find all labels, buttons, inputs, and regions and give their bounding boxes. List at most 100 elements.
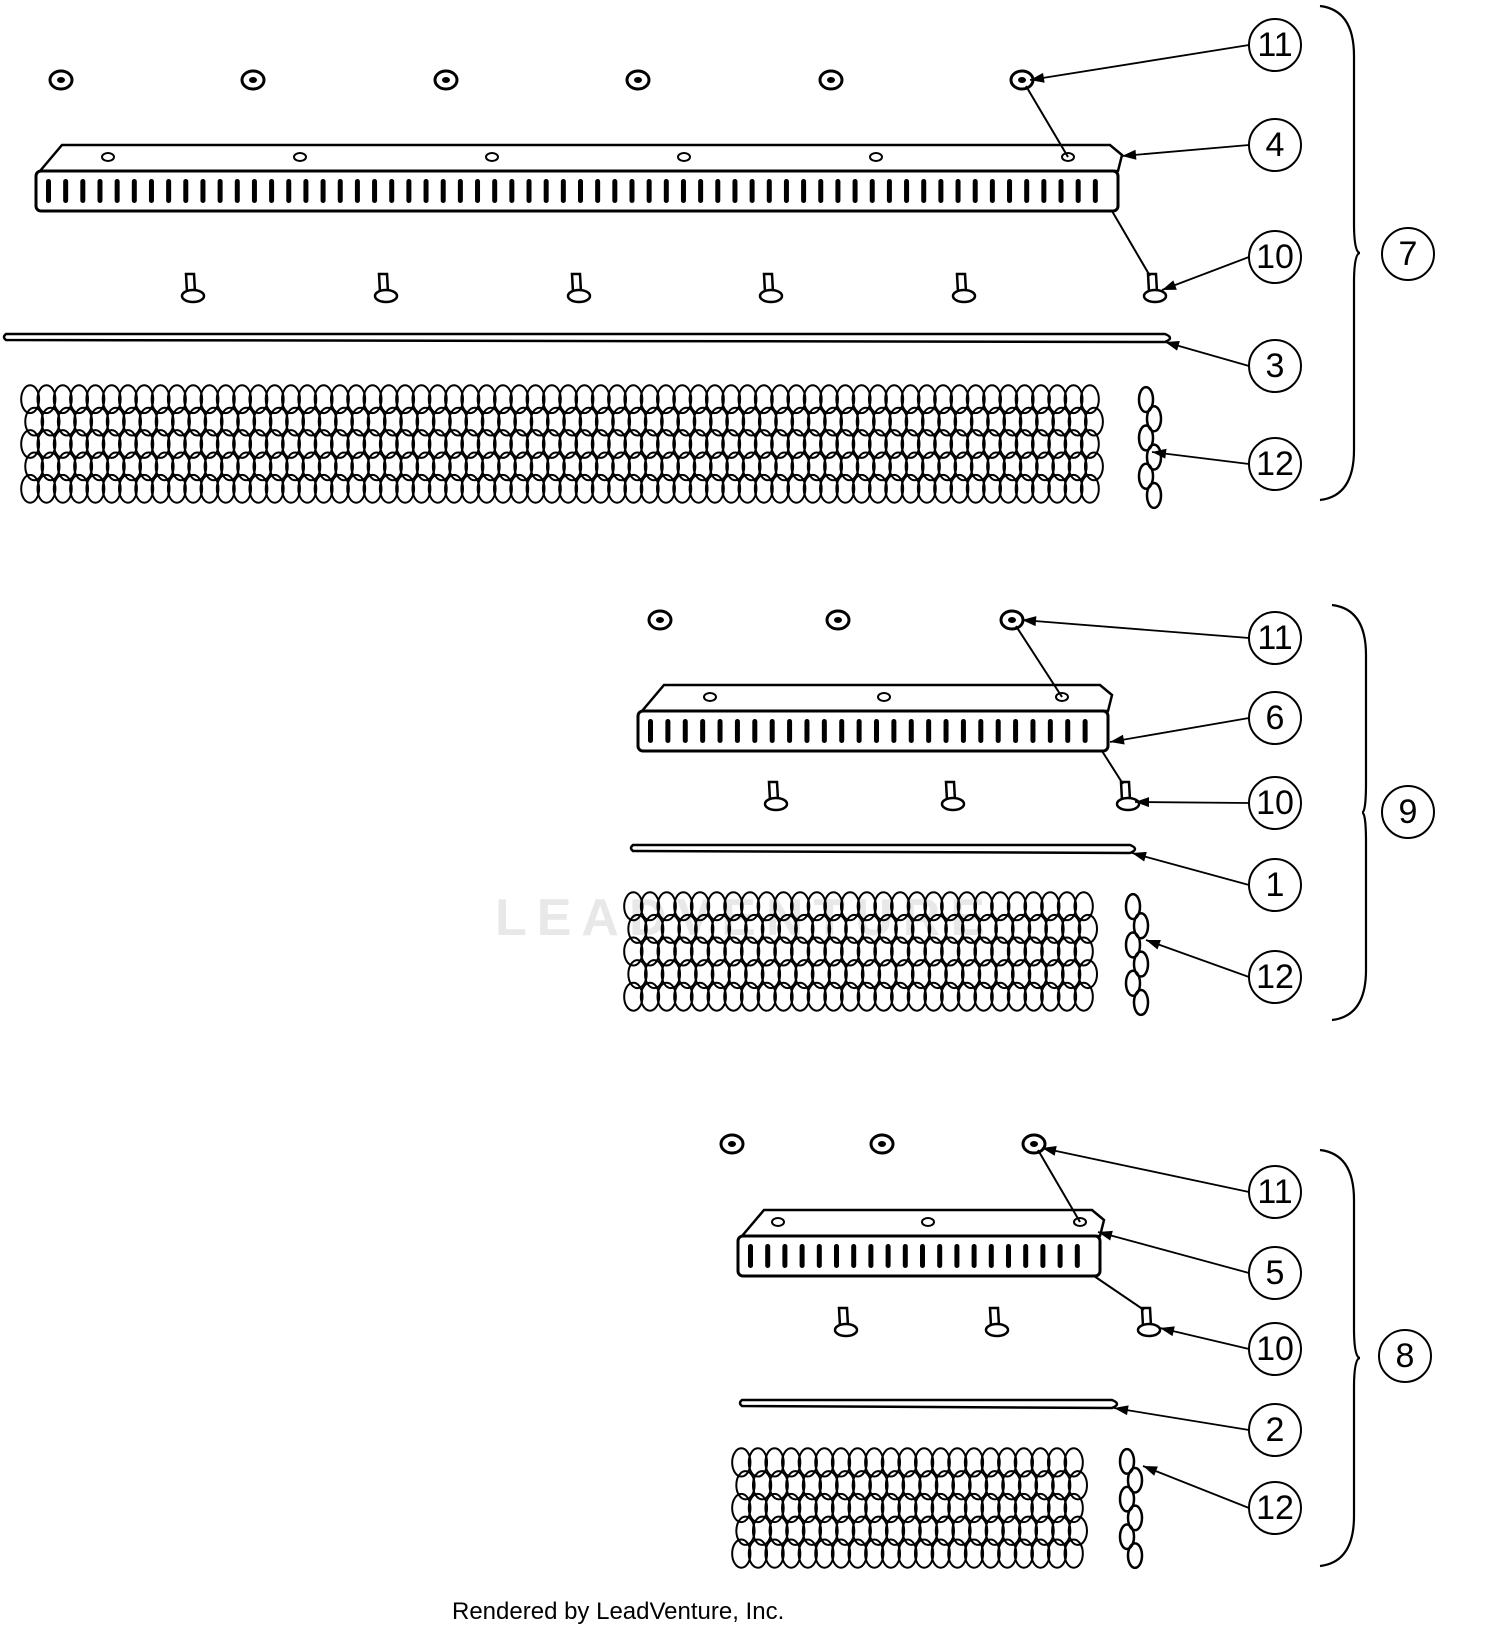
chain-link [725, 406, 746, 437]
chain-link [920, 451, 941, 482]
chain-link [248, 473, 269, 504]
chain-link [187, 406, 208, 437]
chain-link [994, 959, 1015, 990]
chain-link [232, 384, 253, 415]
callout-circle [1248, 691, 1302, 745]
bracket-slot [166, 179, 172, 203]
bracket-slot [874, 719, 879, 743]
chain-link [723, 891, 744, 922]
chain-link [541, 429, 562, 459]
chain-link [166, 384, 187, 415]
chain-link [525, 473, 546, 504]
bracket-slot [217, 179, 223, 203]
chain-link [998, 429, 1019, 459]
chain-link [913, 1492, 935, 1524]
chain-link [672, 473, 693, 504]
chain-link [947, 1492, 968, 1524]
chain-link [590, 429, 611, 459]
chain-link [411, 384, 432, 415]
chain-link [203, 406, 224, 437]
chain-link [953, 406, 974, 437]
nut-hole [728, 1141, 736, 1147]
chain-link [1073, 891, 1094, 922]
chain-link [366, 406, 387, 437]
chain-link [868, 1515, 889, 1546]
chain-link [688, 384, 709, 415]
chain-link [747, 1492, 769, 1524]
chain-link [134, 429, 155, 459]
chain-link [1047, 473, 1068, 504]
chain-link [980, 1538, 1001, 1569]
chain-link [956, 891, 978, 922]
chain-link [252, 451, 273, 482]
chain-link [901, 1515, 922, 1546]
leader-arrowhead [1135, 797, 1150, 808]
chain-link [1002, 406, 1023, 437]
chain-link [692, 451, 713, 482]
chain-link [40, 451, 61, 482]
chain-link [963, 1492, 985, 1524]
chain-link [480, 406, 501, 437]
chain-link [741, 451, 762, 482]
chain-link [949, 429, 970, 459]
bracket-slot [1030, 719, 1036, 743]
chain-link [69, 473, 90, 504]
chain-link [1124, 931, 1142, 959]
chain-link [864, 1447, 885, 1478]
chain-link [956, 981, 978, 1012]
chain-link [963, 1538, 985, 1569]
chain-link [689, 936, 711, 967]
chain-link [747, 1538, 769, 1569]
chain-curtain [623, 891, 1099, 1012]
bracket-slot [908, 719, 914, 743]
chain-link [627, 451, 648, 482]
chain-link [313, 429, 334, 459]
chain-link [529, 451, 550, 482]
leader-line [1131, 851, 1250, 886]
chain-link [1056, 891, 1078, 922]
chain-link [525, 429, 546, 459]
chain-link [676, 406, 697, 437]
chain-link [1118, 1523, 1136, 1551]
chain-link [1137, 462, 1155, 490]
bracket-slot [891, 719, 897, 743]
bracket-slot [834, 1244, 839, 1268]
chain-link [1040, 891, 1061, 922]
chain-link [464, 451, 485, 482]
chain-link [877, 959, 898, 990]
chain-link [492, 473, 513, 504]
chain-link [947, 1538, 968, 1569]
bracket-hole [101, 152, 115, 162]
chain-link [757, 451, 778, 482]
chain-link [773, 981, 794, 1012]
chain-link [52, 473, 73, 504]
bracket-slot [1058, 179, 1064, 203]
callout-circle [1381, 785, 1435, 839]
chain-link [814, 1538, 835, 1569]
callout-bolt: 10 [1248, 230, 1302, 284]
chain-link [411, 473, 432, 504]
chain-link [760, 913, 782, 944]
chain-link [823, 406, 844, 437]
callout-number: 10 [1256, 238, 1294, 276]
chain-link [1013, 1538, 1034, 1569]
chain-link [980, 1447, 1001, 1478]
chain-link [710, 959, 732, 990]
chain-link [851, 473, 872, 504]
chain-link [1006, 981, 1028, 1012]
chain-link [1001, 1515, 1022, 1546]
chain-link [773, 936, 794, 967]
chain-link [1063, 1447, 1084, 1478]
chain-link [819, 429, 839, 459]
chain-link [904, 451, 925, 482]
chain-link [856, 936, 878, 967]
chain-link [427, 429, 448, 459]
chain-link [1132, 950, 1150, 978]
chain-link [735, 1470, 756, 1501]
bracket-slot [682, 719, 688, 743]
chain-link [997, 1492, 1018, 1524]
chain-link [639, 936, 661, 967]
assembly-brace [1319, 1148, 1361, 1568]
chain-link [20, 473, 41, 504]
chain-link [1073, 981, 1094, 1012]
